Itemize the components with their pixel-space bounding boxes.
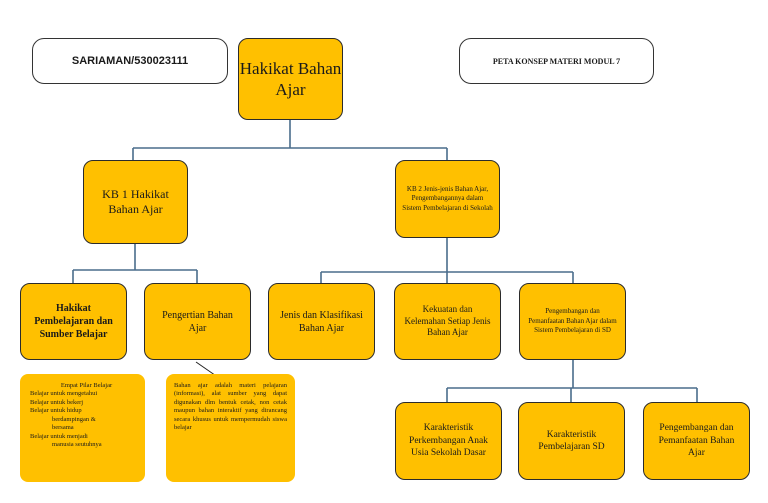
kb2-connector <box>320 238 574 283</box>
sd-child3-label: Pengembangan dan Pemanfaatan Bahan Ajar <box>658 423 735 459</box>
student-name-box: SARIAMAN/530023111 <box>32 38 228 84</box>
note-empat-pilar: Empat Pilar Belajar Belajar untuk menget… <box>20 374 145 482</box>
kb2-child-jenis-klasifikasi: Jenis dan Klasifikasi Bahan Ajar <box>268 283 375 360</box>
note1-line: Belajar untuk menjadi <box>30 432 88 440</box>
note1-line: Belajar untuk hidup <box>30 407 82 415</box>
sd-child-karakteristik-anak: Karakteristik Perkembangan Anak Usia Sek… <box>395 402 502 480</box>
note1-line: berdampingan & <box>52 415 96 423</box>
kb1-node: KB 1 Hakikat Bahan Ajar <box>83 160 188 244</box>
sd-connector <box>446 360 698 402</box>
kb2-child1-label: Jenis dan Klasifikasi Bahan Ajar <box>280 309 363 334</box>
note1-line: bersama <box>52 424 74 432</box>
kb2-label: KB 2 Jenis-jenis Bahan Ajar, Pengembanga… <box>402 185 493 212</box>
kb2-child-kekuatan-kelemahan: Kekuatan dan Kelemahan Setiap Jenis Baha… <box>394 283 501 360</box>
kb1-child-pengertian-bahan-ajar: Pengertian Bahan Ajar <box>144 283 251 360</box>
map-title-box: PETA KONSEP MATERI MODUL 7 <box>459 38 654 84</box>
kb2-child3-label: Pengembangan dan Pemanfaatan Bahan Ajar … <box>528 307 617 335</box>
kb2-child-pengembangan-sd: Pengembangan dan Pemanfaatan Bahan Ajar … <box>519 283 626 360</box>
kb1-connector <box>72 244 198 283</box>
kb1-child-hakikat-pembelajaran: Hakikat Pembelajaran dan Sumber Belajar <box>20 283 127 360</box>
sd-child-karakteristik-pembelajaran: Karakteristik Pembelajaran SD <box>518 402 625 480</box>
note1-line: Belajar untuk bekerj <box>30 398 84 406</box>
sd-child1-label: Karakteristik Perkembangan Anak Usia Sek… <box>409 423 488 459</box>
root-connector <box>132 120 448 160</box>
kb1-child2-label: Pengertian Bahan Ajar <box>162 309 233 334</box>
kb2-node: KB 2 Jenis-jenis Bahan Ajar, Pengembanga… <box>395 160 500 238</box>
note1-line: Belajar untuk mengetahui <box>30 390 98 398</box>
note-pengertian: Bahan ajar adalah materi pelajaran (info… <box>166 374 295 482</box>
note2-text: Bahan ajar adalah materi pelajaran (info… <box>174 382 287 432</box>
note1-line: Empat Pilar Belajar <box>60 382 113 389</box>
sd-child-pengembangan-pemanfaatan: Pengembangan dan Pemanfaatan Bahan Ajar <box>643 402 750 480</box>
map-title: PETA KONSEP MATERI MODUL 7 <box>492 56 621 66</box>
note1-line: manusia seutuhnya <box>52 441 102 449</box>
root-label: Hakikat Bahan Ajar <box>239 58 342 99</box>
sd-child2-label: Karakteristik Pembelajaran SD <box>538 429 605 452</box>
root-node: Hakikat Bahan Ajar <box>238 38 343 120</box>
student-name: SARIAMAN/530023111 <box>71 55 189 67</box>
kb2-child2-label: Kekuatan dan Kelemahan Setiap Jenis Baha… <box>404 303 491 338</box>
kb1-label: KB 1 Hakikat Bahan Ajar <box>102 187 169 216</box>
kb1-child1-label: Hakikat Pembelajaran dan Sumber Belajar <box>34 303 113 340</box>
